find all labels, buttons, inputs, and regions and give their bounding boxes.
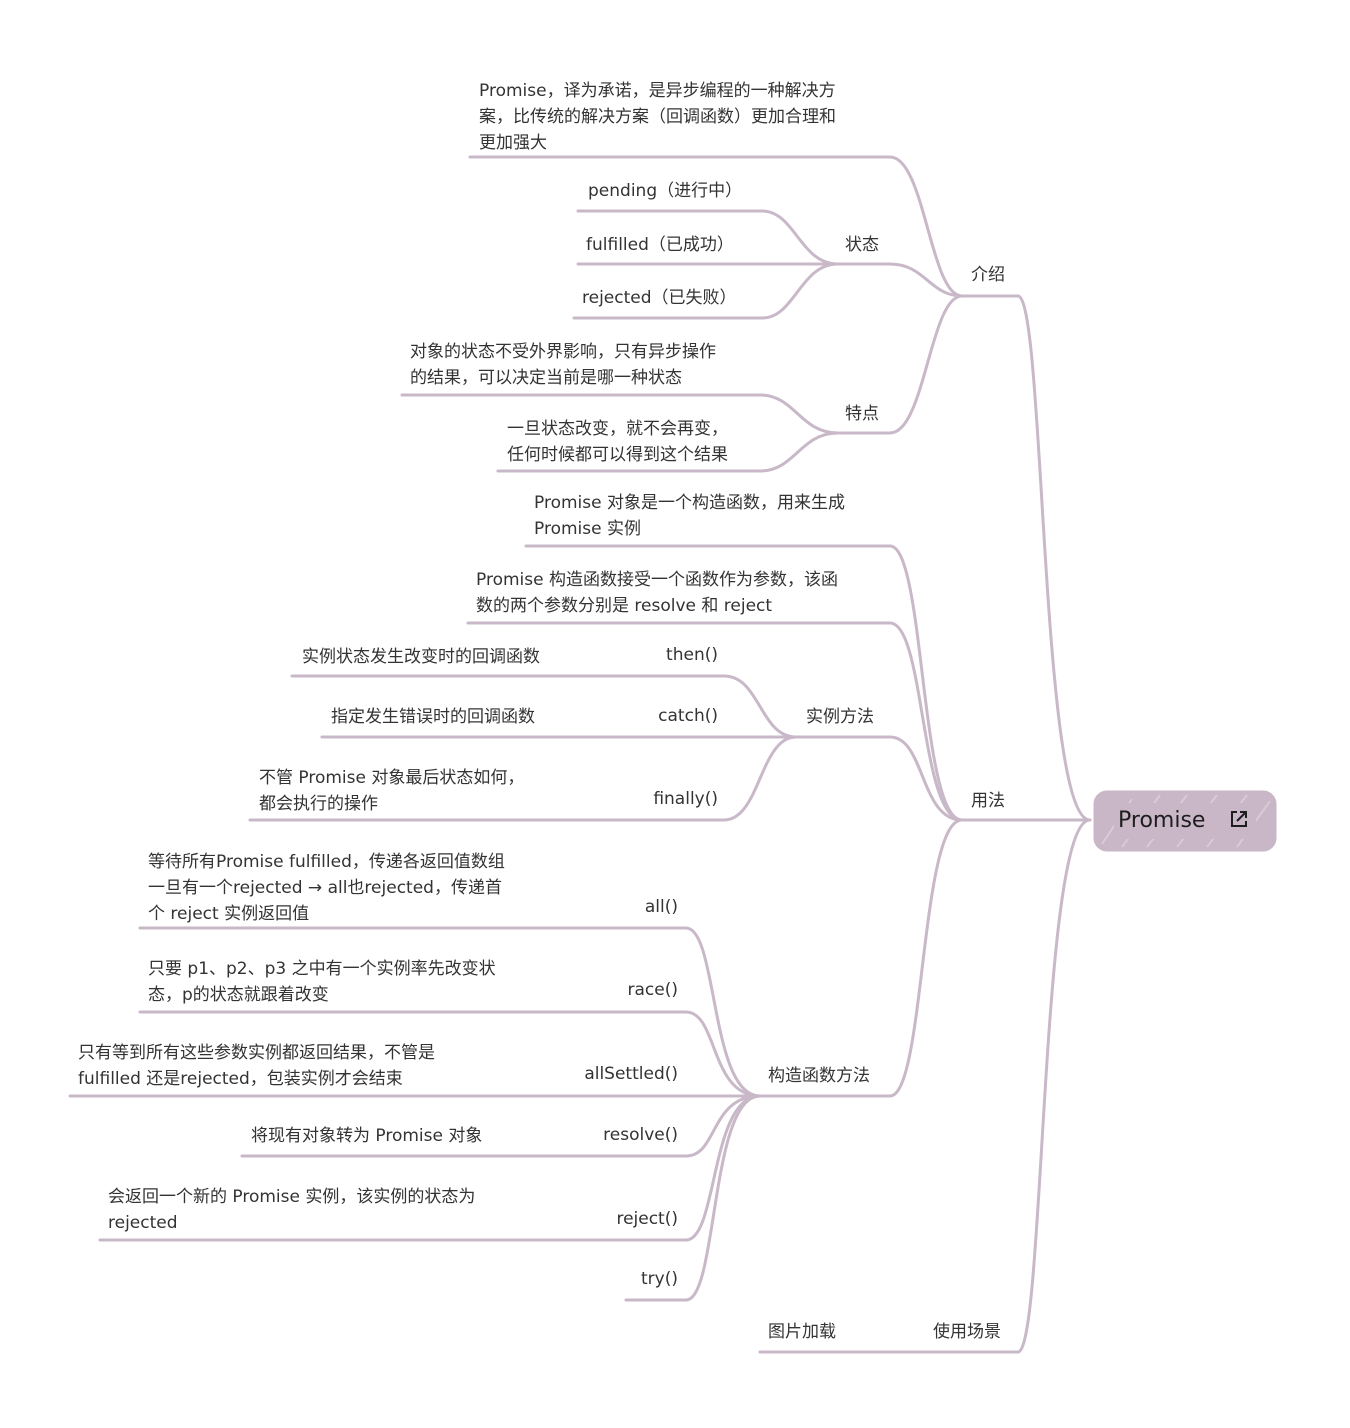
connector-instance-then (722, 674, 798, 739)
connector-usage-note2 (888, 621, 964, 822)
method-try-name[interactable]: try() (641, 1269, 678, 1289)
method-reject-name[interactable]: reject() (616, 1209, 678, 1229)
method-catch-name[interactable]: catch() (658, 706, 718, 726)
method-reject-desc[interactable]: 会返回一个新的 Promise 实例，该实例的状态为 rejected (108, 1187, 476, 1233)
method-race-name[interactable]: race() (627, 980, 678, 1000)
feature-item-2[interactable]: 一旦状态改变，就不会再变， 任何时候都可以得到这个结果 (507, 419, 728, 465)
connector-features-1 (758, 393, 840, 435)
branch-intro-label[interactable]: 介绍 (971, 265, 1005, 285)
features-label[interactable]: 特点 (845, 404, 879, 424)
connector-features-2 (758, 431, 840, 473)
connector-state-rejected (760, 262, 840, 320)
connector-instance-finally (722, 735, 798, 822)
method-all-name[interactable]: all() (644, 897, 678, 917)
instance-methods-label[interactable]: 实例方法 (806, 707, 874, 727)
method-finally-desc[interactable]: 不管 Promise 对象最后状态如何， 都会执行的操作 (259, 768, 525, 814)
connector-root-scenarios (1016, 818, 1092, 1354)
method-allsettled-desc[interactable]: 只有等到所有这些参数实例都返回结果，不管是 fulfilled 还是reject… (78, 1043, 435, 1089)
connector-root-intro (1016, 294, 1092, 822)
usage-note-2[interactable]: Promise 构造函数接受一个函数作为参数，该函 数的两个参数分别是 reso… (476, 570, 838, 616)
method-resolve-desc[interactable]: 将现有对象转为 Promise 对象 (251, 1126, 483, 1146)
constructor-methods-label[interactable]: 构造函数方法 (768, 1066, 870, 1086)
method-then-desc[interactable]: 实例状态发生改变时的回调函数 (302, 647, 540, 667)
state-item-rejected[interactable]: rejected（已失败） (582, 288, 737, 308)
method-catch-desc[interactable]: 指定发生错误时的回调函数 (331, 707, 535, 727)
branch-usage-label[interactable]: 用法 (971, 791, 1005, 811)
connector-ctor-all (684, 926, 762, 1098)
connector-intro-desc (888, 155, 964, 298)
branch-scenarios-label[interactable]: 使用场景 (933, 1322, 1001, 1342)
state-item-fulfilled[interactable]: fulfilled（已成功） (586, 235, 734, 255)
method-all-desc[interactable]: 等待所有Promise fulfilled，传递各返回值数组 一旦有一个reje… (148, 852, 505, 924)
external-link-icon[interactable] (1228, 808, 1250, 830)
connector-ctor-try (684, 1094, 762, 1302)
connector-usage-constructor (888, 818, 964, 1098)
state-item-pending[interactable]: pending（进行中） (588, 181, 743, 201)
connector-ctor-resolve (684, 1094, 762, 1158)
connector-usage-note1 (888, 544, 964, 822)
connector-intro-state (888, 262, 964, 298)
connector-ctor-reject (684, 1094, 762, 1242)
method-allsettled-name[interactable]: allSettled() (584, 1064, 678, 1084)
connector-ctor-race (684, 1010, 762, 1098)
method-finally-name[interactable]: finally() (653, 789, 718, 809)
feature-item-1[interactable]: 对象的状态不受外界影响，只有异步操作 的结果，可以决定当前是哪一种状态 (410, 342, 716, 388)
method-resolve-name[interactable]: resolve() (603, 1125, 678, 1145)
method-then-name[interactable]: then() (666, 645, 718, 665)
connector-state-pending (760, 209, 840, 266)
connector-usage-instance (888, 735, 964, 822)
root-node-label[interactable]: Promise (1118, 808, 1206, 833)
root-node-shape[interactable] (1092, 789, 1278, 853)
state-label[interactable]: 状态 (845, 235, 879, 255)
scenario-item-image-loading[interactable]: 图片加载 (768, 1322, 836, 1342)
method-race-desc[interactable]: 只要 p1、p2、p3 之中有一个实例率先改变状 态，p的状态就跟着改变 (148, 959, 496, 1005)
connector-intro-features (888, 294, 964, 435)
usage-note-1[interactable]: Promise 对象是一个构造函数，用来生成 Promise 实例 (534, 493, 845, 539)
intro-description[interactable]: Promise，译为承诺，是异步编程的一种解决方 案，比传统的解决方案（回调函数… (479, 81, 836, 153)
